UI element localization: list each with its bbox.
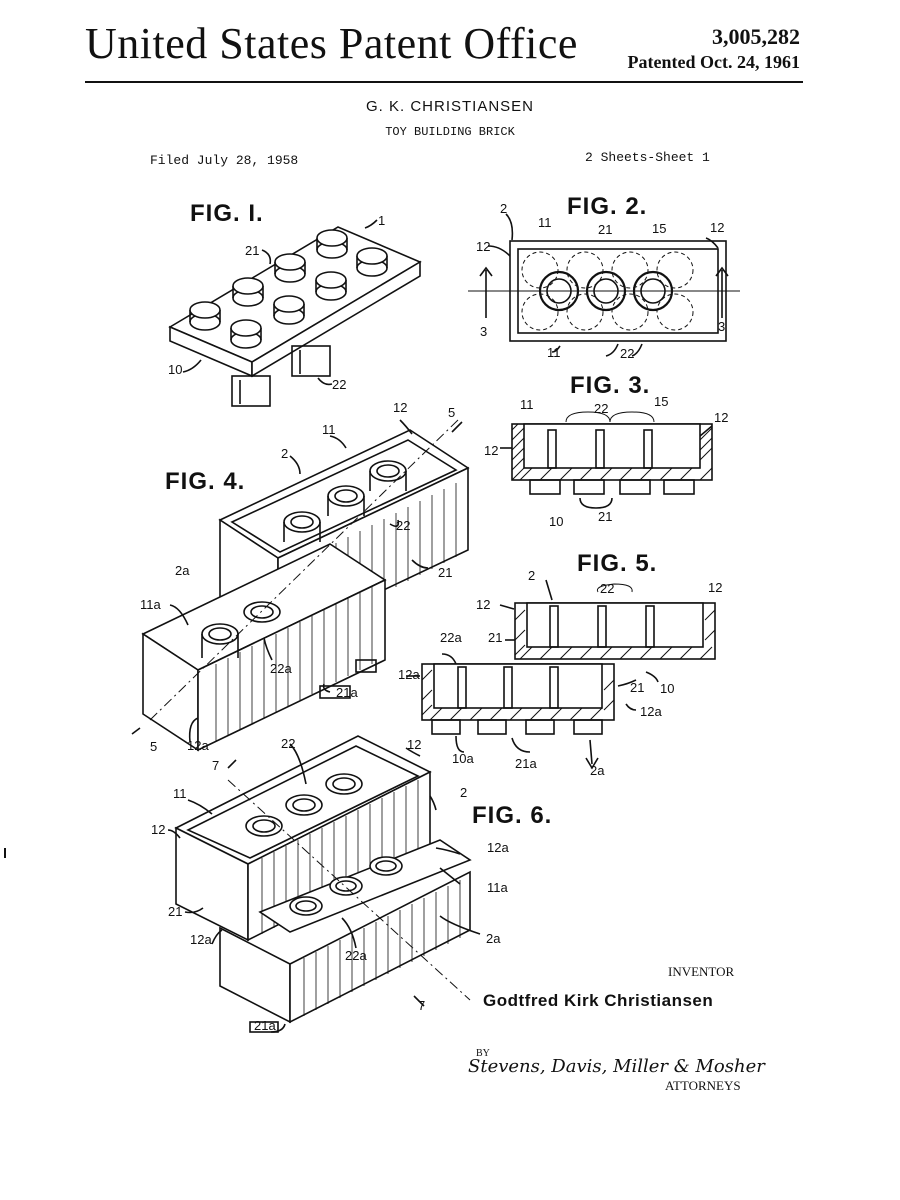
svg-text:2a: 2a (175, 563, 190, 578)
inventor-caption: INVENTOR (668, 964, 735, 979)
svg-text:22a: 22a (440, 630, 462, 645)
svg-text:22: 22 (396, 518, 410, 533)
svg-text:12: 12 (407, 737, 421, 752)
fig4-label: FIG. 4. (165, 468, 246, 495)
svg-text:2: 2 (528, 568, 535, 583)
fig5-drawing (406, 579, 716, 770)
office-title: United States Patent Office (85, 19, 578, 68)
svg-text:15: 15 (652, 221, 666, 236)
svg-text:21: 21 (168, 904, 182, 919)
svg-text:21: 21 (245, 243, 259, 258)
svg-text:12: 12 (708, 580, 722, 595)
fig6-drawing (167, 735, 481, 1033)
svg-text:22: 22 (281, 736, 295, 751)
svg-text:12: 12 (393, 400, 407, 415)
svg-text:5: 5 (448, 405, 455, 420)
patent-number: 3,005,282 (712, 24, 800, 49)
by-label: BY (476, 1048, 490, 1059)
svg-text:12: 12 (476, 239, 490, 254)
svg-text:12: 12 (484, 443, 498, 458)
svg-text:22a: 22a (270, 661, 292, 676)
svg-text:21a: 21a (336, 685, 358, 700)
svg-text:22: 22 (600, 581, 614, 596)
svg-text:12: 12 (476, 597, 490, 612)
svg-text:3: 3 (480, 324, 487, 339)
svg-text:11: 11 (173, 786, 187, 801)
filed-date: Filed July 28, 1958 (150, 153, 299, 168)
svg-text:3: 3 (718, 319, 725, 334)
svg-text:2a: 2a (590, 763, 605, 778)
svg-text:11: 11 (520, 397, 534, 412)
inventor-full-name: Godtfred Kirk Christiansen (483, 991, 714, 1010)
attorneys-signature: Stevens, Davis, Miller & Mosher (468, 1056, 765, 1077)
svg-text:2: 2 (281, 446, 288, 461)
margin-mark (4, 848, 6, 858)
svg-text:12a: 12a (640, 704, 662, 719)
sheet-count: 2 Sheets-Sheet 1 (585, 150, 710, 165)
svg-text:7: 7 (212, 758, 219, 773)
svg-text:10: 10 (660, 681, 674, 696)
svg-text:22: 22 (332, 377, 346, 392)
svg-text:10a: 10a (452, 751, 474, 766)
svg-text:10: 10 (549, 514, 563, 529)
svg-text:12: 12 (714, 410, 728, 425)
svg-text:21: 21 (438, 565, 452, 580)
fig4-drawing (131, 419, 470, 752)
svg-text:21: 21 (488, 630, 502, 645)
fig3-drawing (500, 411, 713, 509)
svg-text:11: 11 (538, 215, 552, 230)
patent-title: TOY BUILDING BRICK (385, 125, 515, 139)
svg-text:2a: 2a (486, 931, 501, 946)
svg-text:12a: 12a (187, 738, 209, 753)
fig6-label: FIG. 6. (472, 802, 553, 829)
svg-text:12a: 12a (398, 667, 420, 682)
svg-text:5: 5 (150, 739, 157, 754)
header-rule (85, 81, 803, 83)
svg-text:12a: 12a (190, 932, 212, 947)
svg-text:2: 2 (460, 785, 467, 800)
svg-text:11: 11 (547, 345, 561, 360)
svg-text:21a: 21a (515, 756, 537, 771)
svg-text:21a: 21a (254, 1018, 276, 1033)
svg-text:11a: 11a (487, 880, 508, 895)
fig2-label: FIG. 2. (567, 193, 648, 220)
inventor-short-name: G. K. CHRISTIANSEN (365, 98, 535, 115)
fig5-label: FIG. 5. (577, 550, 658, 577)
svg-text:2: 2 (500, 201, 507, 216)
svg-text:12: 12 (151, 822, 165, 837)
svg-text:12: 12 (710, 220, 724, 235)
svg-text:21: 21 (630, 680, 644, 695)
fig1-label: FIG. I. (190, 200, 264, 227)
attorneys-caption: ATTORNEYS (665, 1078, 741, 1093)
svg-text:11a: 11a (140, 597, 161, 612)
fig3-label: FIG. 3. (570, 372, 651, 399)
svg-text:15: 15 (654, 394, 668, 409)
svg-text:22a: 22a (345, 948, 367, 963)
svg-text:22: 22 (620, 346, 634, 361)
fig2-drawing (468, 213, 740, 357)
svg-text:7: 7 (418, 998, 425, 1013)
svg-text:11: 11 (322, 422, 336, 437)
svg-text:22: 22 (594, 401, 608, 416)
svg-text:12a: 12a (487, 840, 509, 855)
svg-text:21: 21 (598, 222, 612, 237)
patented-date: Patented Oct. 24, 1961 (627, 52, 800, 72)
svg-text:1: 1 (378, 213, 385, 228)
fig1-drawing (168, 219, 422, 407)
svg-text:10: 10 (168, 362, 182, 377)
svg-text:21: 21 (598, 509, 612, 524)
